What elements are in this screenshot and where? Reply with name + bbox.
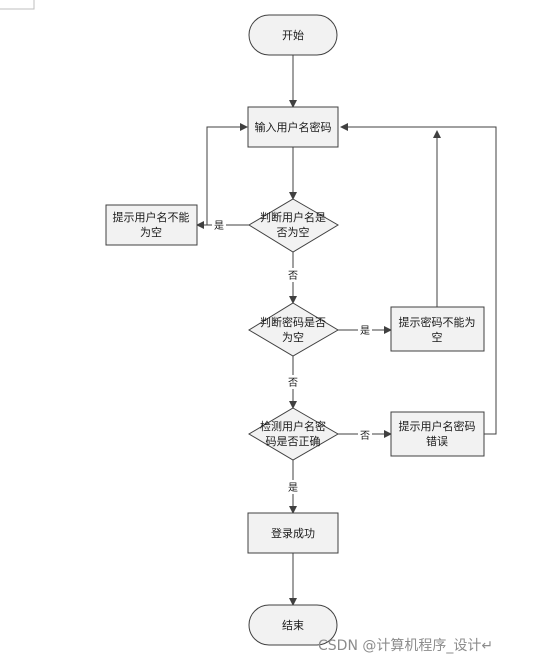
check-credentials-label-line1: 检测用户名密 <box>260 419 326 433</box>
csdn-watermark: CSDN @计算机程序_设计↵ <box>318 638 494 654</box>
end-terminal <box>248 604 338 646</box>
edge-warnuser-loop <box>206 123 248 225</box>
start-terminal <box>248 14 338 56</box>
check-password-label-line1: 判断密码是否 <box>260 315 326 329</box>
edge-label-no-correct: 否 <box>360 430 370 442</box>
input-process <box>247 106 339 148</box>
warn-credentials-label-line1: 提示用户名密码 <box>399 419 476 433</box>
edge-label-yes-user: 是 <box>214 220 224 232</box>
check-password-label-line2: 为空 <box>282 330 304 344</box>
warn-credentials-wrong <box>390 411 485 457</box>
edge-label-yes-correct: 是 <box>288 482 298 494</box>
warn-username-empty <box>105 204 198 246</box>
check-password-decision <box>248 302 339 357</box>
login-success-process <box>247 512 339 554</box>
warn-credentials-label-line2: 错误 <box>426 434 448 448</box>
check-username-label-line2: 否为空 <box>277 225 310 239</box>
check-credentials-label-line2: 码是否正确 <box>266 435 321 448</box>
warn-password-label-line2: 空 <box>432 330 443 344</box>
edge-label-no-pwd: 否 <box>288 377 298 389</box>
warn-username-label-line1: 提示用户名不能 <box>113 210 190 224</box>
login-success-label: 登录成功 <box>271 526 315 540</box>
check-credentials-decision <box>248 407 339 461</box>
start-label: 开始 <box>282 28 304 42</box>
page-corner-mark <box>0 0 35 10</box>
input-label: 输入用户名密码 <box>255 120 332 134</box>
check-username-decision <box>248 198 339 253</box>
edge-warnwrong-loop <box>340 123 497 435</box>
edge-label-yes-pwd: 是 <box>360 325 370 337</box>
warn-password-empty <box>390 306 485 352</box>
edge-label-no-user: 否 <box>288 270 298 282</box>
warn-username-label-line2: 为空 <box>140 225 162 239</box>
warn-password-label-line1: 提示密码不能为 <box>399 315 476 329</box>
end-label: 结束 <box>282 619 304 632</box>
check-username-label-line1: 判断用户名是 <box>260 210 326 224</box>
